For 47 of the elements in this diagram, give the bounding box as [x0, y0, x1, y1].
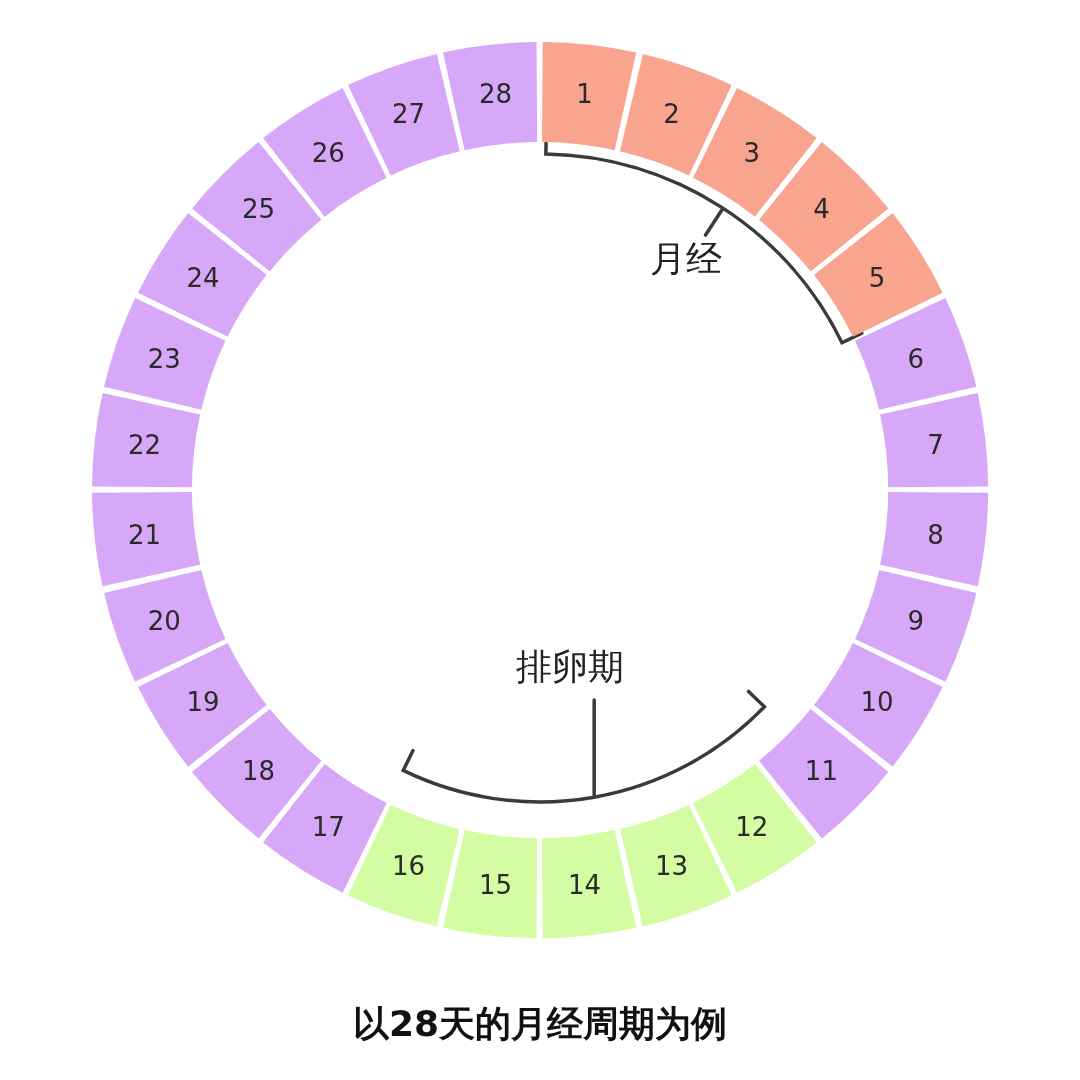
day-segment	[879, 492, 988, 587]
day-segment	[542, 829, 637, 938]
day-segment	[92, 492, 201, 587]
day-segment	[854, 569, 977, 682]
day-number: 1	[576, 79, 593, 110]
day-number: 18	[242, 756, 276, 787]
phase-label: 排卵期	[516, 645, 624, 689]
day-number: 3	[743, 138, 760, 168]
day-number: 21	[127, 519, 162, 550]
day-number: 28	[478, 79, 512, 110]
day-segment	[348, 804, 461, 927]
day-number: 10	[860, 686, 894, 717]
day-number: 16	[392, 850, 426, 881]
day-segment	[542, 42, 637, 151]
day-number: 19	[186, 686, 220, 717]
day-number: 14	[568, 870, 602, 901]
day-number: 25	[242, 193, 276, 224]
day-number: 20	[147, 606, 181, 637]
day-number: 23	[147, 343, 181, 374]
day-segment	[103, 298, 226, 411]
caption: 以28天的月经周期为例	[351, 1002, 729, 1046]
day-number: 9	[907, 606, 924, 637]
day-number: 24	[186, 263, 220, 294]
day-number: 22	[127, 430, 162, 461]
day-number: 6	[907, 343, 924, 374]
day-number: 12	[735, 812, 769, 842]
day-segment	[103, 569, 226, 682]
day-number: 13	[654, 850, 688, 881]
day-number: 5	[868, 263, 886, 294]
day-segment	[348, 53, 461, 176]
day-segment	[443, 829, 538, 938]
day-number: 26	[311, 138, 345, 168]
day-number: 15	[478, 870, 512, 901]
day-number: 11	[804, 756, 838, 787]
day-number: 8	[927, 519, 944, 550]
day-number: 7	[927, 430, 944, 461]
day-segment	[92, 393, 201, 488]
day-segment	[854, 298, 977, 411]
day-segment	[619, 53, 732, 176]
day-segment	[879, 393, 988, 488]
day-segment	[619, 804, 732, 927]
day-number: 27	[392, 99, 426, 130]
phase-label: 月经	[650, 237, 722, 281]
day-number: 4	[813, 193, 830, 224]
day-number: 17	[311, 812, 345, 842]
day-segment	[443, 42, 538, 151]
day-number: 2	[663, 99, 680, 130]
